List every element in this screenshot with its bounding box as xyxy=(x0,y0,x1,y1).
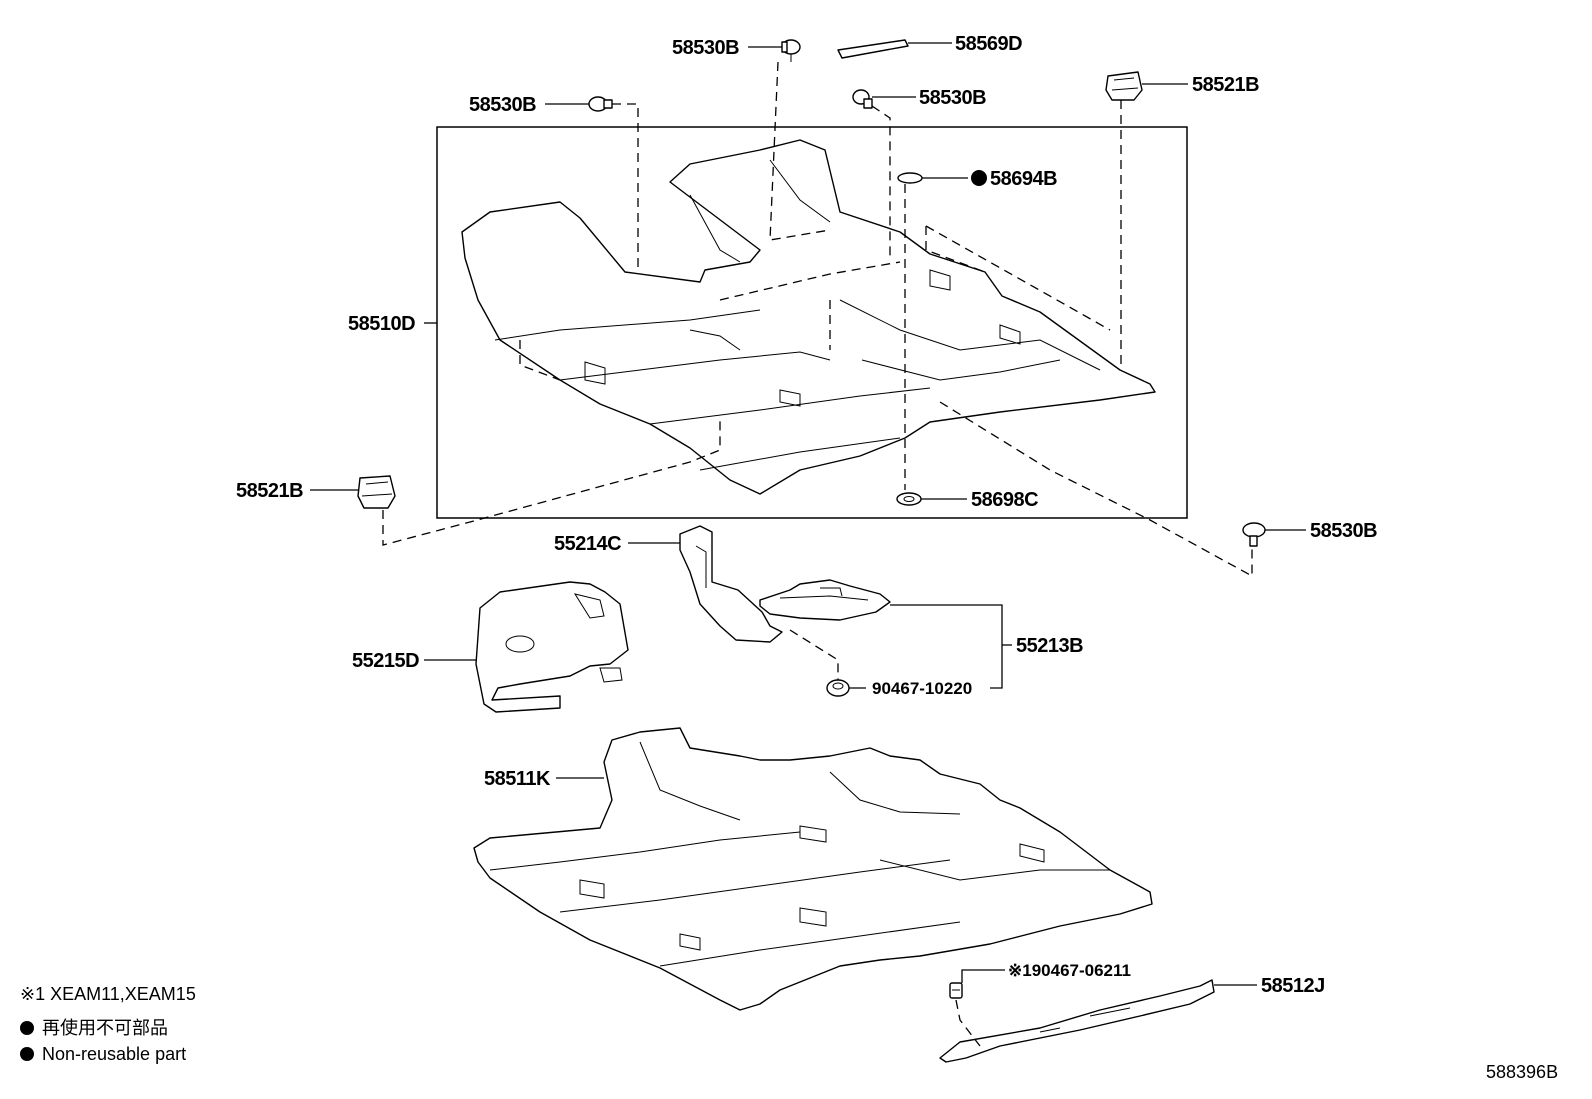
label-58530B-lower: 58530B xyxy=(1310,520,1377,542)
label-58511K: 58511K xyxy=(484,768,551,790)
retainer-58521B-left-icon xyxy=(357,475,396,509)
clip-90467-06211-icon xyxy=(949,982,963,999)
label-58694B: 58694B xyxy=(990,168,1057,190)
label-58530B-mid: 58530B xyxy=(919,87,986,109)
leader-lines xyxy=(310,42,1306,986)
dashed-guide-lines xyxy=(382,61,1253,1047)
bracket-55213B-icon xyxy=(759,579,891,621)
label-58521B-left: 58521B xyxy=(236,480,303,502)
non-reusable-marker-icon xyxy=(971,170,987,186)
label-55213B: 55213B xyxy=(1016,635,1083,657)
label-58521B-right: 58521B xyxy=(1192,74,1259,96)
legend-bullet-en-icon xyxy=(20,1047,34,1061)
strip-58569D-icon xyxy=(837,39,909,59)
front-floor-carpet-58510D-icon xyxy=(461,139,1156,495)
clip-58530B-left-icon xyxy=(588,96,613,112)
label-58530B-left: 58530B xyxy=(469,94,536,116)
diagram-id: 588396B xyxy=(1486,1062,1558,1082)
label-58569D: 58569D xyxy=(955,33,1022,55)
clip-58530B-lower-icon xyxy=(1242,522,1266,547)
floor-silencer-58511K-icon xyxy=(473,727,1153,1011)
retainer-58521B-right-icon xyxy=(1105,71,1143,101)
cover-55215D-icon xyxy=(475,581,629,713)
label-58510D: 58510D xyxy=(348,313,415,335)
note-non-reusable-jp: 再使用不可部品 xyxy=(42,1018,168,1038)
legend-bullet-jp-icon xyxy=(20,1021,34,1035)
clip-58694B-icon xyxy=(897,172,923,184)
label-55215D: 55215D xyxy=(352,650,419,672)
label-58698C: 58698C xyxy=(971,489,1038,511)
note-non-reusable-en: Non-reusable part xyxy=(42,1044,186,1064)
strip-58512J-icon xyxy=(939,979,1215,1063)
shield-55214C-icon xyxy=(679,525,783,643)
label-90467-06211: ※190467-06211 xyxy=(1008,961,1131,980)
note-applicability: ※1 XEAM11,XEAM15 xyxy=(20,984,196,1004)
label-55214C: 55214C xyxy=(554,533,621,555)
clip-58530B-mid-icon xyxy=(852,89,873,109)
grommet-58698C-icon xyxy=(896,492,922,506)
label-58530B-top: 58530B xyxy=(672,37,739,59)
clip-90467-10220-icon xyxy=(826,679,850,697)
label-90467-10220: 90467-10220 xyxy=(872,679,972,698)
label-58512J: 58512J xyxy=(1261,975,1325,997)
clip-58530B-top-icon xyxy=(781,39,801,62)
